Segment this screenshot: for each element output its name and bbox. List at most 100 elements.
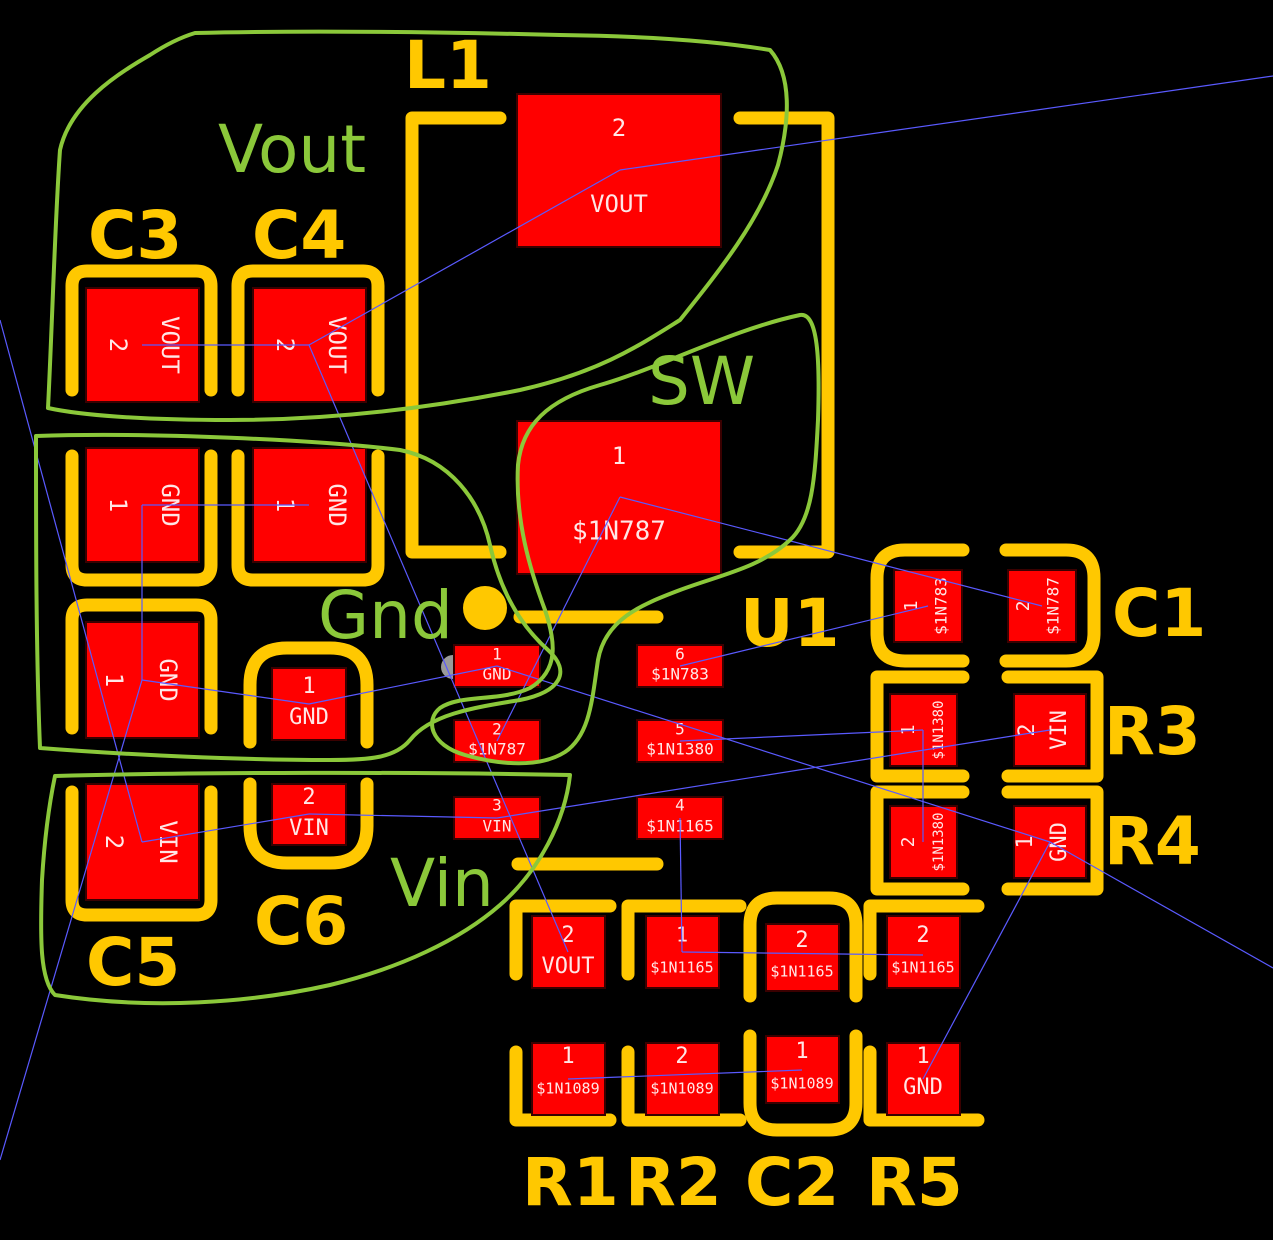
pad-number: 1 (916, 1044, 929, 1069)
ratsnest-line (308, 665, 498, 705)
pad-net: $1N1165 (891, 959, 954, 977)
pad-net: $1N787 (468, 740, 526, 759)
c2-outline-bottom (743, 1029, 863, 1137)
pad-l1-1[interactable]: 1 $1N787 (516, 420, 722, 575)
pad-number: 1 (100, 673, 128, 687)
pad-number: 2 (675, 1044, 688, 1069)
pad-number: 2 (795, 928, 808, 953)
pad-net: $1N1380 (646, 740, 713, 759)
zone-label-gnd: Gnd (318, 577, 453, 654)
l1-outline (405, 111, 835, 559)
pad-number: 2 (561, 923, 574, 948)
pad-net: VIN (483, 817, 512, 836)
pad-number: 1 (612, 442, 626, 470)
r2-outline-bottom (621, 1045, 747, 1127)
refdes-c2: C2 (745, 1144, 839, 1221)
pad-net: $1N1089 (650, 1080, 713, 1098)
c2-outline-top (743, 891, 863, 1003)
pad-net: VIN (289, 816, 329, 841)
refdes-c6: C6 (254, 883, 348, 960)
pad-number: 3 (492, 796, 502, 815)
ratsnest-line (619, 496, 1043, 607)
refdes-r1: R1 (522, 1144, 619, 1221)
pad-number: 1 (1013, 835, 1038, 848)
refdes-r3: R3 (1104, 693, 1201, 770)
pad-c2-2[interactable]: 2 $1N1165 (765, 923, 840, 992)
refdes-r5: R5 (866, 1144, 963, 1221)
pad-number: 1 (795, 1039, 808, 1064)
refdes-c5: C5 (86, 924, 180, 1001)
c1-outline (870, 543, 1101, 668)
sketch-zones-layer: Vout SW Gnd Vin (34, 29, 821, 1006)
r1-outline-bottom (509, 1045, 617, 1127)
ratsnest-line (141, 679, 310, 705)
ratsnest-line (619, 75, 1273, 171)
pad-net: $1N783 (932, 577, 951, 635)
pad-net: $1N1089 (536, 1080, 599, 1098)
pad-number: 1 (901, 601, 922, 612)
ratsnest-line (141, 813, 310, 843)
pad-number: 5 (675, 720, 685, 739)
refdes-c1: C1 (1112, 575, 1206, 652)
vin-zone-outline (39, 770, 572, 1006)
r5-outline-bottom (863, 1045, 985, 1127)
pad-c5-2[interactable]: 2 VIN (85, 783, 200, 901)
vout-zone-outline (46, 29, 789, 422)
r4-outline (870, 785, 1104, 896)
ratsnest-line (0, 679, 143, 1161)
pad-number: 2 (916, 923, 929, 948)
pad-number: 2 (898, 837, 919, 848)
pad-number: 1 (898, 725, 919, 736)
pad-r1-2[interactable]: 2 VOUT (531, 915, 606, 989)
pad-number: 2 (1013, 601, 1034, 612)
pad-c2-1[interactable]: 1 $1N1089 (765, 1035, 840, 1104)
pad-r2-2[interactable]: 2 $1N1089 (645, 1042, 720, 1116)
pad-net: GND (154, 658, 182, 701)
refdes-l1: L1 (404, 27, 492, 104)
r1-outline-top (509, 899, 617, 981)
refdes-layer: L1 C3 C4 U1 C1 R3 R4 C6 C5 R1 R2 C2 R5 (86, 27, 1206, 1221)
ratsnest-line (679, 729, 924, 742)
pad-number: 4 (675, 796, 685, 815)
pad-net: GND (289, 705, 329, 730)
pad-net: $1N1165 (770, 963, 833, 981)
silkscreen-layer (65, 111, 1104, 1137)
zone-label-sw: SW (648, 343, 755, 420)
pad-net: VOUT (590, 190, 648, 218)
ratsnest-line (679, 605, 929, 667)
pad-r5-2[interactable]: 2 $1N1165 (886, 915, 961, 989)
pad-net: $1N787 (1044, 577, 1063, 635)
pad-number: 2 (100, 835, 128, 849)
refdes-r4: R4 (1104, 803, 1201, 880)
gnd-zone-outline (34, 432, 563, 762)
u1-pin1-marker (463, 586, 507, 630)
pad-number: 2 (492, 720, 502, 739)
pad-net: GND (323, 483, 351, 526)
pad-net: $1N1380 (931, 700, 947, 759)
pad-net: VIN (154, 820, 182, 863)
ratsnest-line (308, 169, 621, 346)
pad-number: 1 (104, 498, 132, 512)
pad-net: $1N1165 (650, 959, 713, 977)
ratsnest-line (496, 729, 1051, 819)
zone-label-vout: Vout (218, 111, 366, 188)
pad-number: 2 (302, 785, 315, 810)
pad-net: GND (903, 1075, 943, 1100)
zone-label-vin: Vin (390, 845, 494, 922)
pad-number: 1 (492, 645, 502, 664)
ratsnest-line (496, 665, 1051, 843)
refdes-u1: U1 (740, 585, 840, 662)
pad-number: 6 (675, 645, 685, 664)
c4-outline (231, 264, 385, 587)
pad-net: $1N787 (572, 517, 666, 547)
refdes-c3: C3 (88, 197, 182, 274)
pad-number: 2 (1015, 723, 1040, 736)
pad-net: VOUT (542, 954, 595, 979)
ratsnest-line (1049, 841, 1273, 969)
sw-zone-outline (430, 312, 821, 766)
ratsnest-line (922, 841, 1051, 1080)
pad-number: 2 (612, 114, 626, 142)
refdes-c4: C4 (252, 197, 346, 274)
r2-outline-top (621, 899, 747, 981)
